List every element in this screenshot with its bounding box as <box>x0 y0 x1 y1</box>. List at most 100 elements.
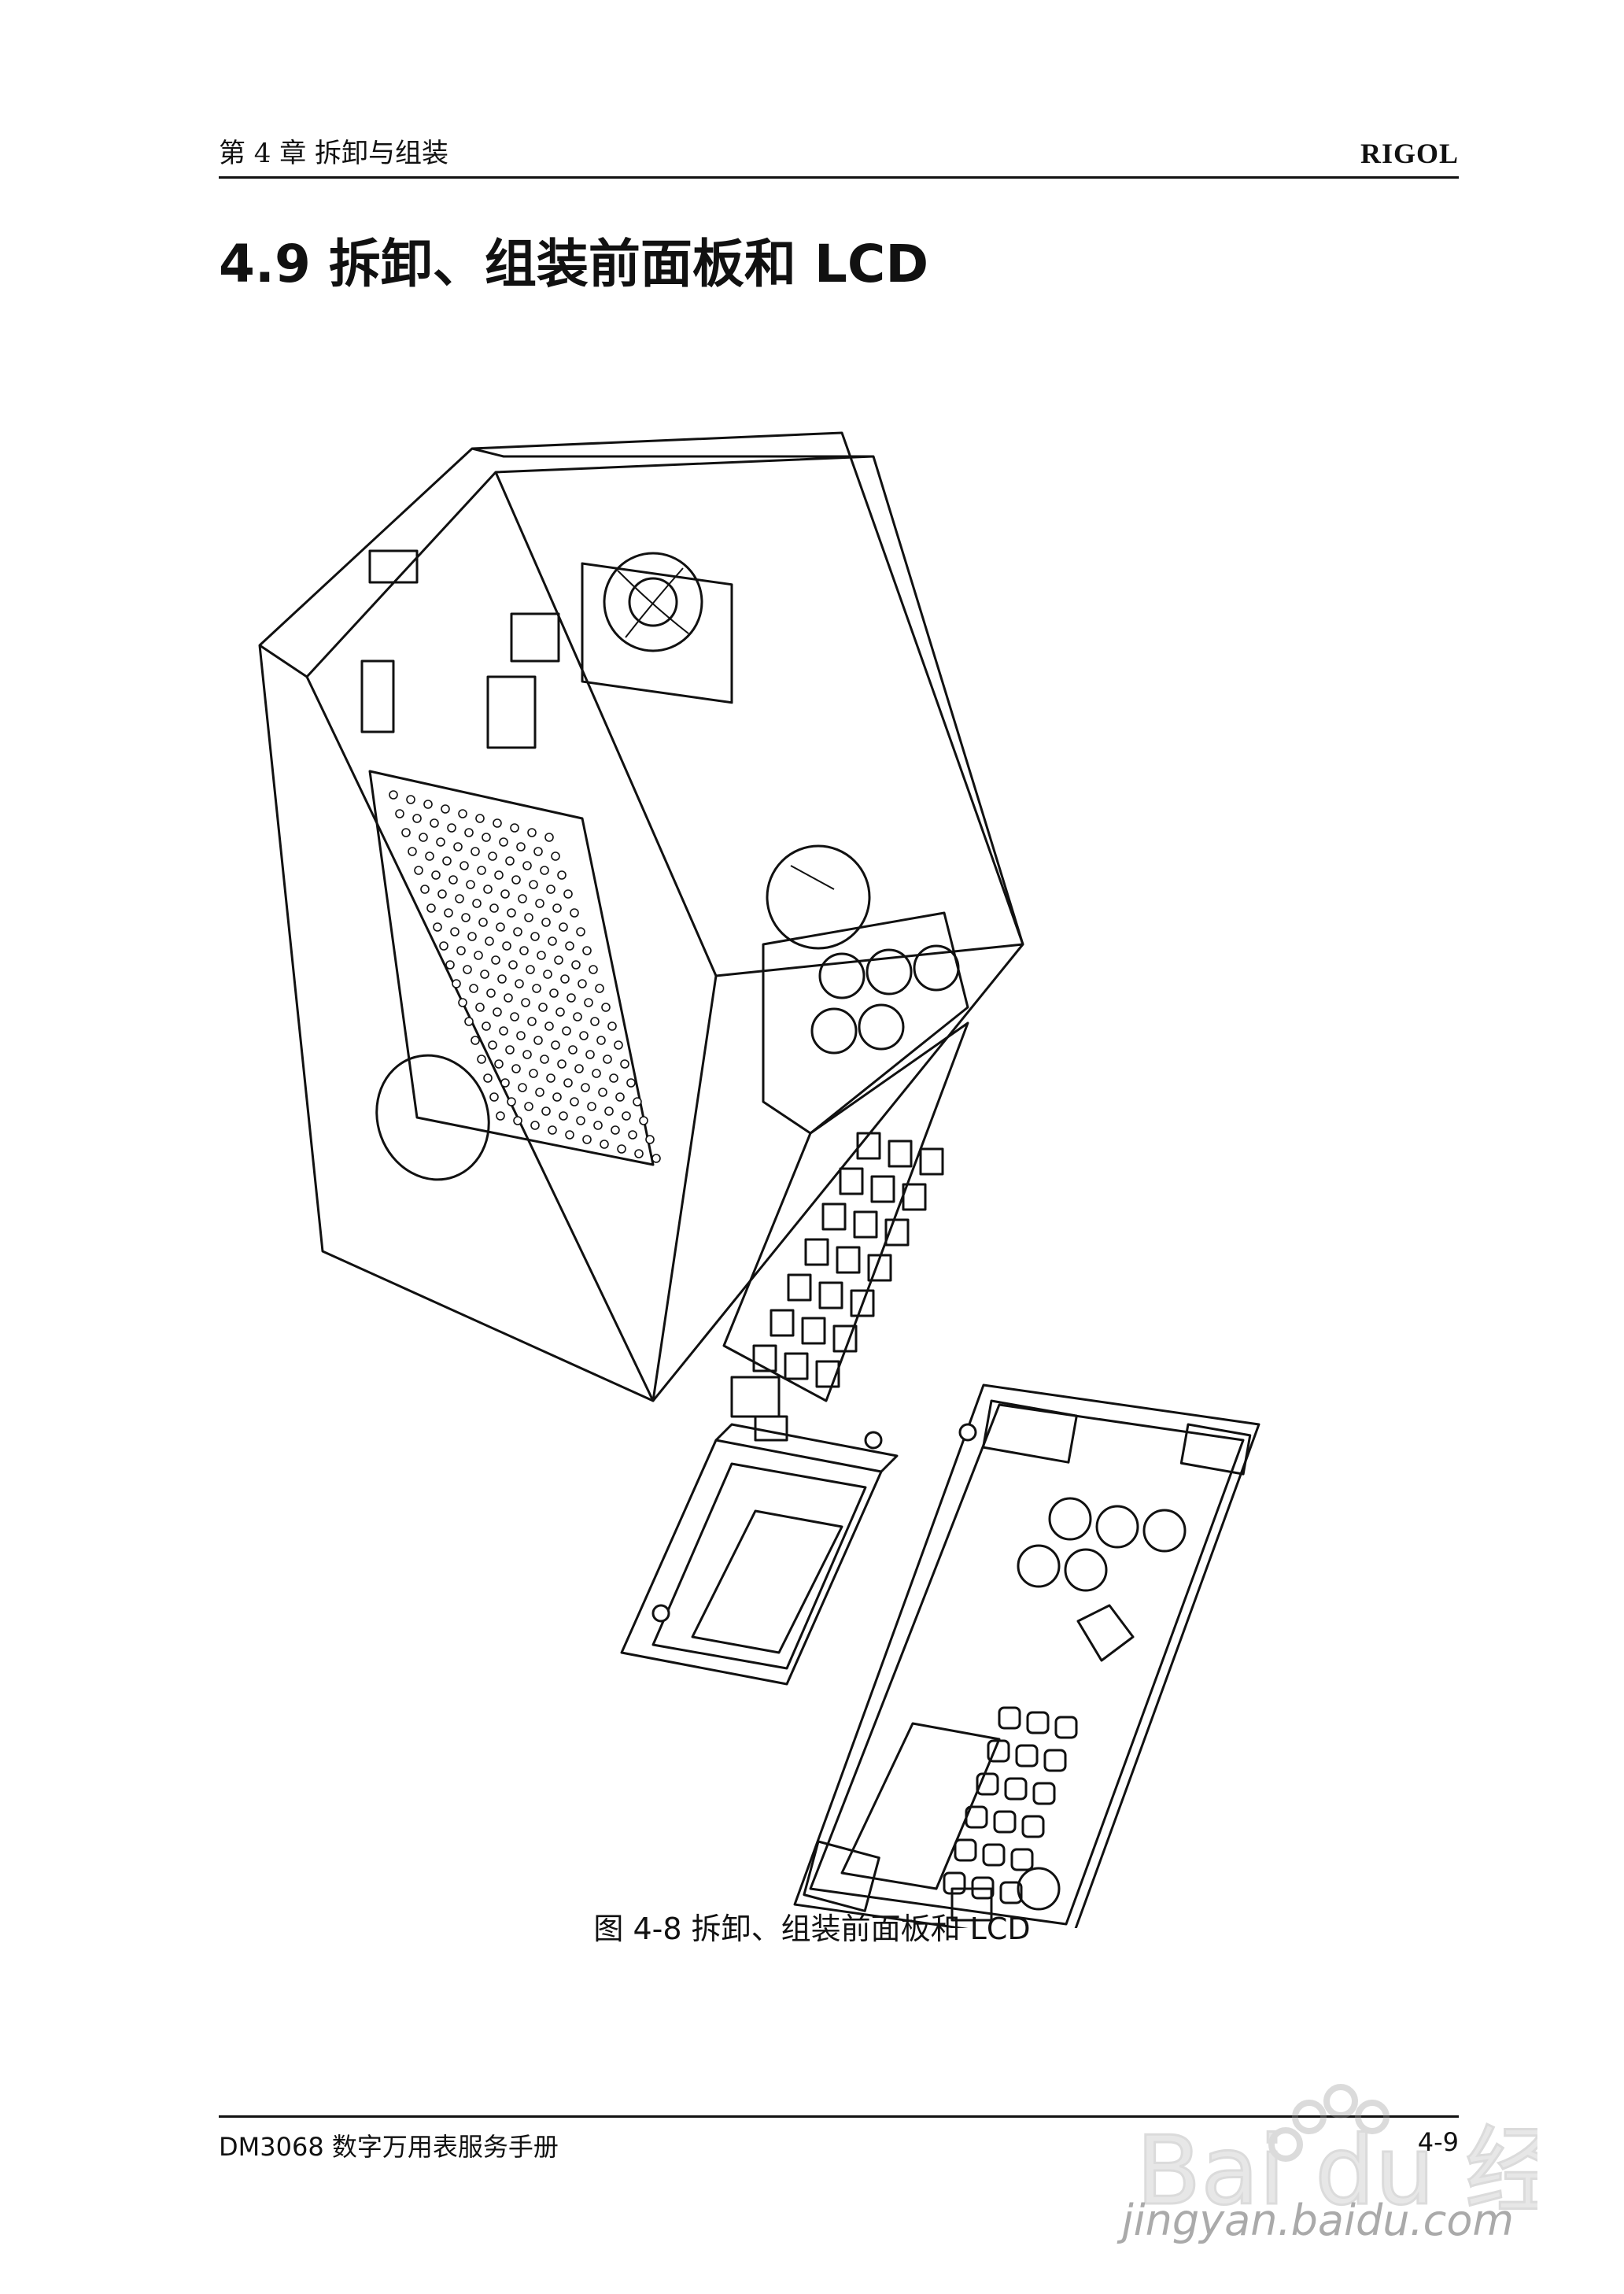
grill-hole <box>412 814 422 823</box>
grill-hole <box>522 1050 532 1059</box>
grill-hole <box>560 974 570 984</box>
grill-hole <box>576 927 585 936</box>
front-board <box>722 911 969 1442</box>
grill-hole <box>565 941 574 951</box>
grill-hole <box>482 833 491 842</box>
grill-hole <box>477 1055 486 1064</box>
page-number: 4-9 <box>1417 2127 1459 2157</box>
grill-hole <box>596 1036 606 1045</box>
grill-hole <box>552 1092 562 1102</box>
panel-key <box>1004 1777 1028 1801</box>
grill-hole <box>494 870 504 880</box>
grill-hole <box>442 856 452 866</box>
grill-hole <box>540 866 549 875</box>
pcb-key <box>870 1175 895 1203</box>
grill-hole <box>482 1021 491 1031</box>
grill-hole <box>508 960 518 970</box>
grill-hole <box>607 1021 617 1031</box>
panel-key <box>965 1805 988 1829</box>
grill-hole <box>617 1144 626 1154</box>
grill-hole <box>579 1031 589 1040</box>
panel-key <box>1010 1848 1034 1871</box>
grill-hole <box>463 965 472 974</box>
grill-hole <box>445 960 455 970</box>
grill-hole <box>480 970 489 979</box>
grill-hole <box>502 941 511 951</box>
grill-hole <box>500 889 510 899</box>
grill-hole <box>600 1140 609 1149</box>
grill-hole <box>419 833 428 842</box>
grill-hole <box>510 823 519 833</box>
pcb-key <box>919 1147 944 1176</box>
grill-hole <box>567 993 576 1003</box>
grill-hole <box>546 1073 555 1083</box>
grill-hole <box>570 1097 579 1106</box>
grill-hole <box>633 1097 642 1106</box>
chapter-title: 第 4 章 拆卸与组装 <box>219 138 449 169</box>
page-footer: DM3068 数字万用表服务手册 4-9 <box>219 2115 1459 2162</box>
page-header: 第 4 章 拆卸与组装 RIGOL <box>219 135 1459 179</box>
grill-hole <box>582 1135 592 1144</box>
grill-hole <box>448 875 458 885</box>
grill-hole <box>497 974 507 984</box>
grill-hole <box>475 1003 485 1012</box>
panel-key <box>998 1706 1021 1730</box>
pcb-key <box>801 1317 826 1345</box>
grill-hole <box>593 1121 603 1130</box>
grill-hole <box>557 870 567 880</box>
panel-key <box>987 1739 1010 1763</box>
grill-hole <box>551 1040 560 1050</box>
panel-key <box>1026 1711 1050 1734</box>
grill-hole <box>581 1083 590 1092</box>
grill-hole <box>464 1017 474 1026</box>
grill-hole <box>604 1106 614 1116</box>
pcb-key <box>902 1183 927 1211</box>
grill-hole <box>573 1012 582 1021</box>
grill-hole <box>469 984 478 993</box>
panel-key <box>1054 1716 1078 1739</box>
grill-hole <box>464 828 474 837</box>
grill-hole <box>563 889 573 899</box>
grill-hole <box>500 1078 510 1088</box>
grill-hole <box>548 936 557 946</box>
grill-hole <box>628 1130 637 1140</box>
grill-hole <box>529 1069 538 1078</box>
grill-hole <box>535 1088 544 1097</box>
pcb-key <box>839 1167 864 1195</box>
grill-hole <box>595 984 604 993</box>
grill-hole <box>426 903 436 913</box>
grill-hole <box>559 922 568 932</box>
grill-hole <box>570 908 579 918</box>
grill-hole <box>478 918 488 927</box>
grill-hole <box>551 851 560 861</box>
grill-hole <box>471 847 480 856</box>
grill-hole <box>458 809 467 818</box>
grill-hole <box>461 913 471 922</box>
pcb-key <box>770 1309 795 1337</box>
panel-key <box>1021 1815 1045 1838</box>
grill-hole <box>543 970 552 979</box>
grill-hole <box>532 984 541 993</box>
grill-hole <box>430 818 439 828</box>
pcb-key <box>888 1140 913 1168</box>
grill-hole <box>533 1036 543 1045</box>
pcb-key <box>804 1238 829 1266</box>
grill-hole <box>486 988 496 998</box>
grill-hole <box>496 922 505 932</box>
grill-hole <box>475 814 485 823</box>
grill-hole <box>511 1064 521 1073</box>
grill-hole <box>615 1092 625 1102</box>
grill-hole <box>458 998 467 1007</box>
grill-hole <box>578 979 587 988</box>
pcb-key <box>787 1273 812 1302</box>
panel-key <box>1043 1749 1067 1772</box>
grill-hole <box>546 885 555 894</box>
grill-hole <box>645 1135 655 1144</box>
grill-hole <box>483 885 493 894</box>
grill-hole <box>389 790 398 800</box>
grill-hole <box>485 936 494 946</box>
grill-hole <box>521 998 530 1007</box>
pcb-key <box>821 1202 847 1231</box>
grill-hole <box>622 1111 631 1121</box>
pcb-key <box>850 1289 875 1317</box>
